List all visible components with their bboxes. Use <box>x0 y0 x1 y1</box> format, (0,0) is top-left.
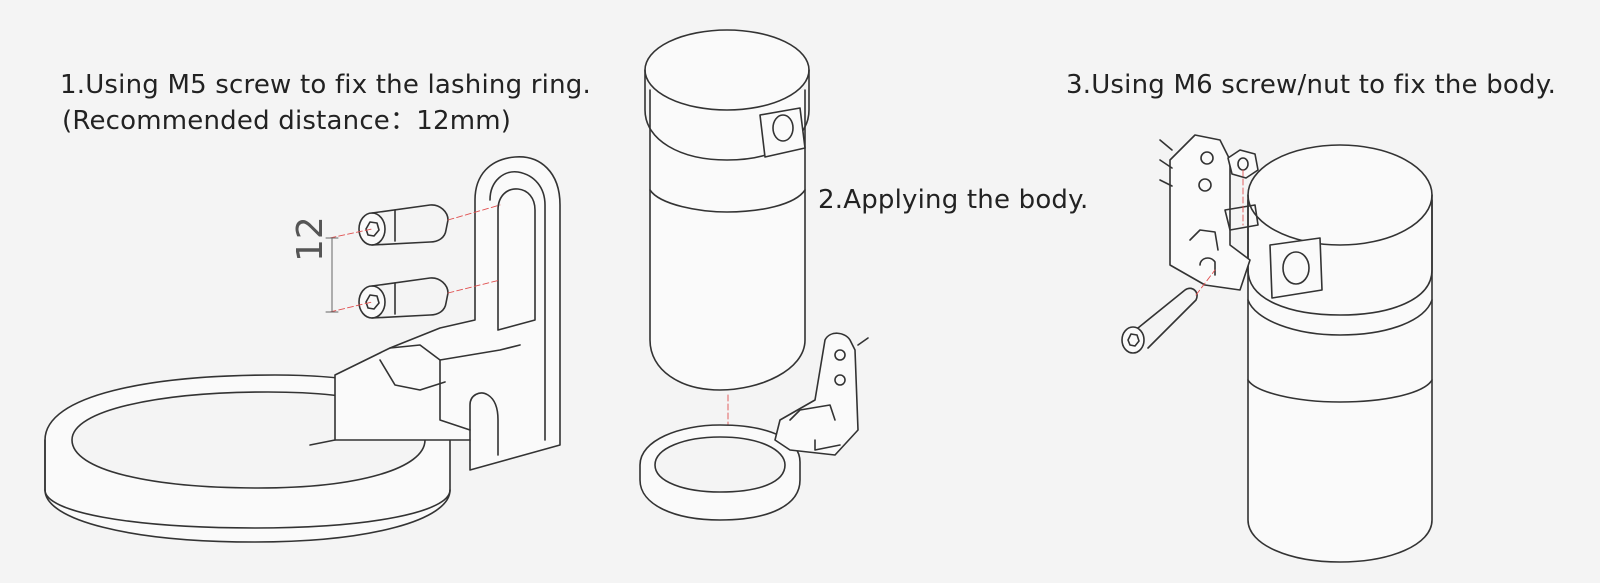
step3-drawing <box>1121 134 1433 563</box>
step3-guide-lines <box>1195 169 1244 296</box>
step1-title: 1.Using M5 screw to fix the lashing ring… <box>60 70 591 100</box>
step2-ring-assembly <box>639 332 869 521</box>
step1-screw-bottom <box>358 277 449 319</box>
step2-body-cylinder <box>644 29 810 391</box>
step3-body-cylinder <box>1247 144 1433 563</box>
step1-guide-lines <box>329 204 501 313</box>
step3-title: 3.Using M6 screw/nut to fix the body. <box>1066 70 1557 100</box>
step3-bracket <box>1159 134 1259 291</box>
step1-bracket <box>309 156 561 471</box>
step3-screw <box>1121 287 1198 354</box>
step2-drawing <box>639 29 869 521</box>
step1-drawing <box>44 156 561 543</box>
step1-screw-top <box>358 204 449 246</box>
step1-dimension-line <box>325 237 339 313</box>
step1-dimension-label: 12 <box>290 216 331 262</box>
step3-nut <box>1227 149 1259 179</box>
step1-distance-note: (Recommended distance：12mm) <box>62 106 512 136</box>
step2-title: 2.Applying the body. <box>818 185 1089 215</box>
